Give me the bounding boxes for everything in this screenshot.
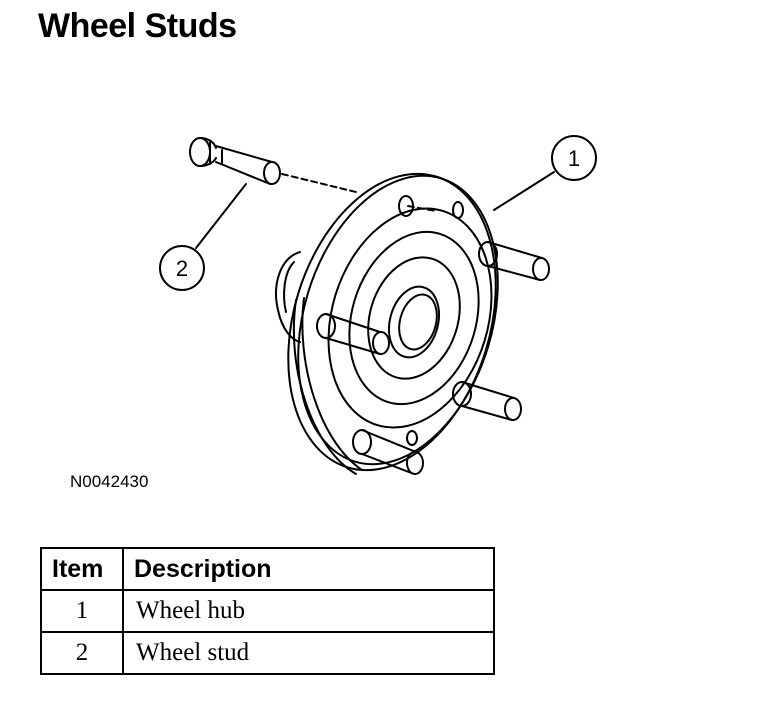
header-item: Item [40,547,124,591]
row-item: 1 [40,589,124,633]
installed-stud-right-top [478,241,550,281]
callout-2-label: 2 [176,256,188,281]
installed-stud-bottom [352,429,424,475]
hub-face-rings [327,207,493,429]
legend-header-row: Item Description [40,547,495,591]
hub-flange [287,172,499,475]
page-title: Wheel Studs [38,7,237,45]
table-row: 1 Wheel hub [40,589,495,633]
callout-1-circle [551,135,597,181]
installed-stud-right-bottom [452,381,522,421]
row-item: 2 [40,631,124,675]
wheel-hub-illustration: 1 2 [159,135,597,475]
figure-id: N0042430 [70,472,149,491]
row-description: Wheel hub [122,589,495,633]
callout-2-circle [159,245,205,291]
callout-2-leader [195,183,247,249]
callout-1-label: 1 [568,146,580,171]
legend-table: Item Description 1 Wheel hub 2 Wheel stu… [40,547,495,675]
loose-wheel-stud [189,137,281,185]
small-hole [406,430,418,446]
callout-1-leader [493,171,555,211]
table-row: 2 Wheel stud [40,631,495,675]
header-description: Description [122,547,495,591]
installed-stud-left [316,313,390,355]
hub-rear-boss [275,251,301,343]
row-description: Wheel stud [122,631,495,675]
empty-stud-hole [398,195,464,219]
install-path-dashed [281,173,357,193]
center-bore [388,285,440,359]
